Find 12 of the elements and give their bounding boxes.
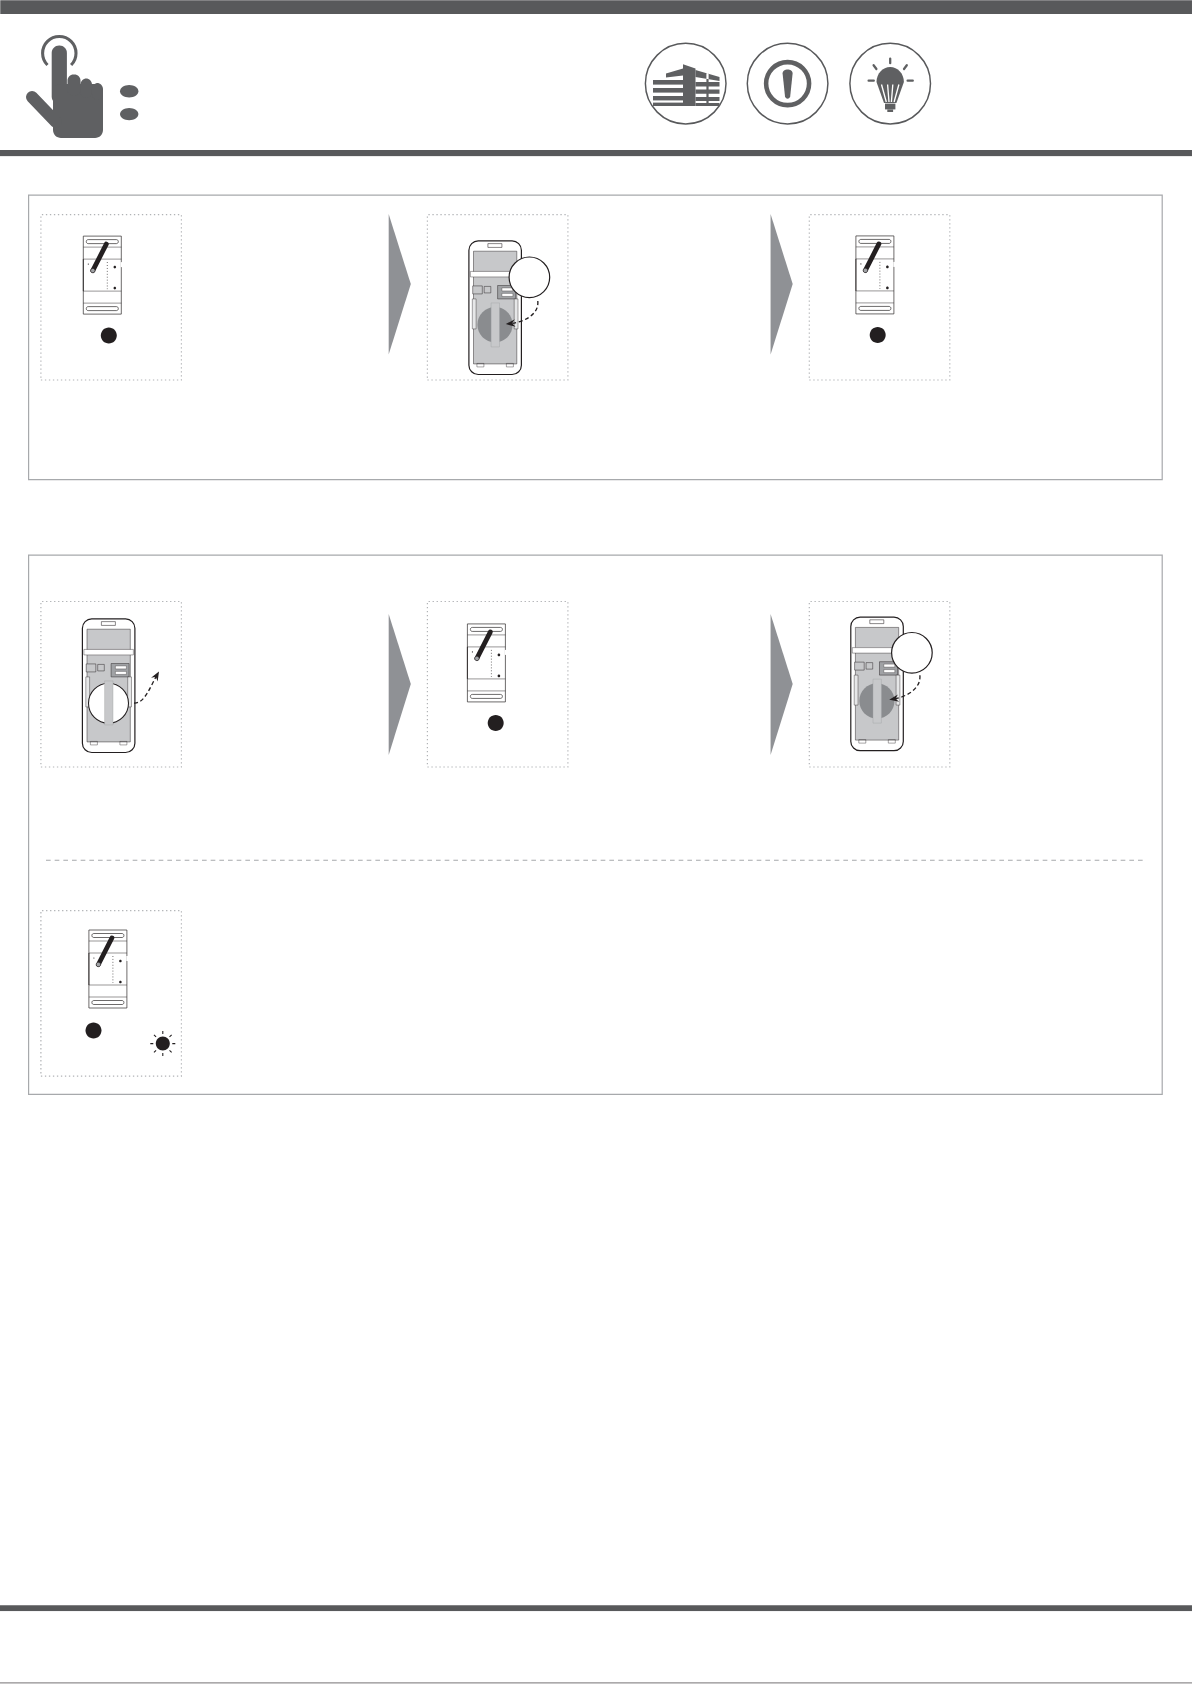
top-bar: [0, 0, 1192, 14]
section-frame: [28, 554, 1163, 1095]
picture-panel: [40, 600, 182, 768]
picture-panel: [426, 600, 569, 768]
chevron-arrow: [388, 214, 411, 355]
picture-panel: [808, 214, 951, 381]
chevron-arrow: [770, 214, 793, 355]
picture-panel: [808, 600, 951, 768]
section-frame: [28, 194, 1163, 481]
picture-panel: [40, 910, 182, 1077]
picture-panel: [40, 214, 182, 381]
picture-panel: [426, 214, 569, 381]
